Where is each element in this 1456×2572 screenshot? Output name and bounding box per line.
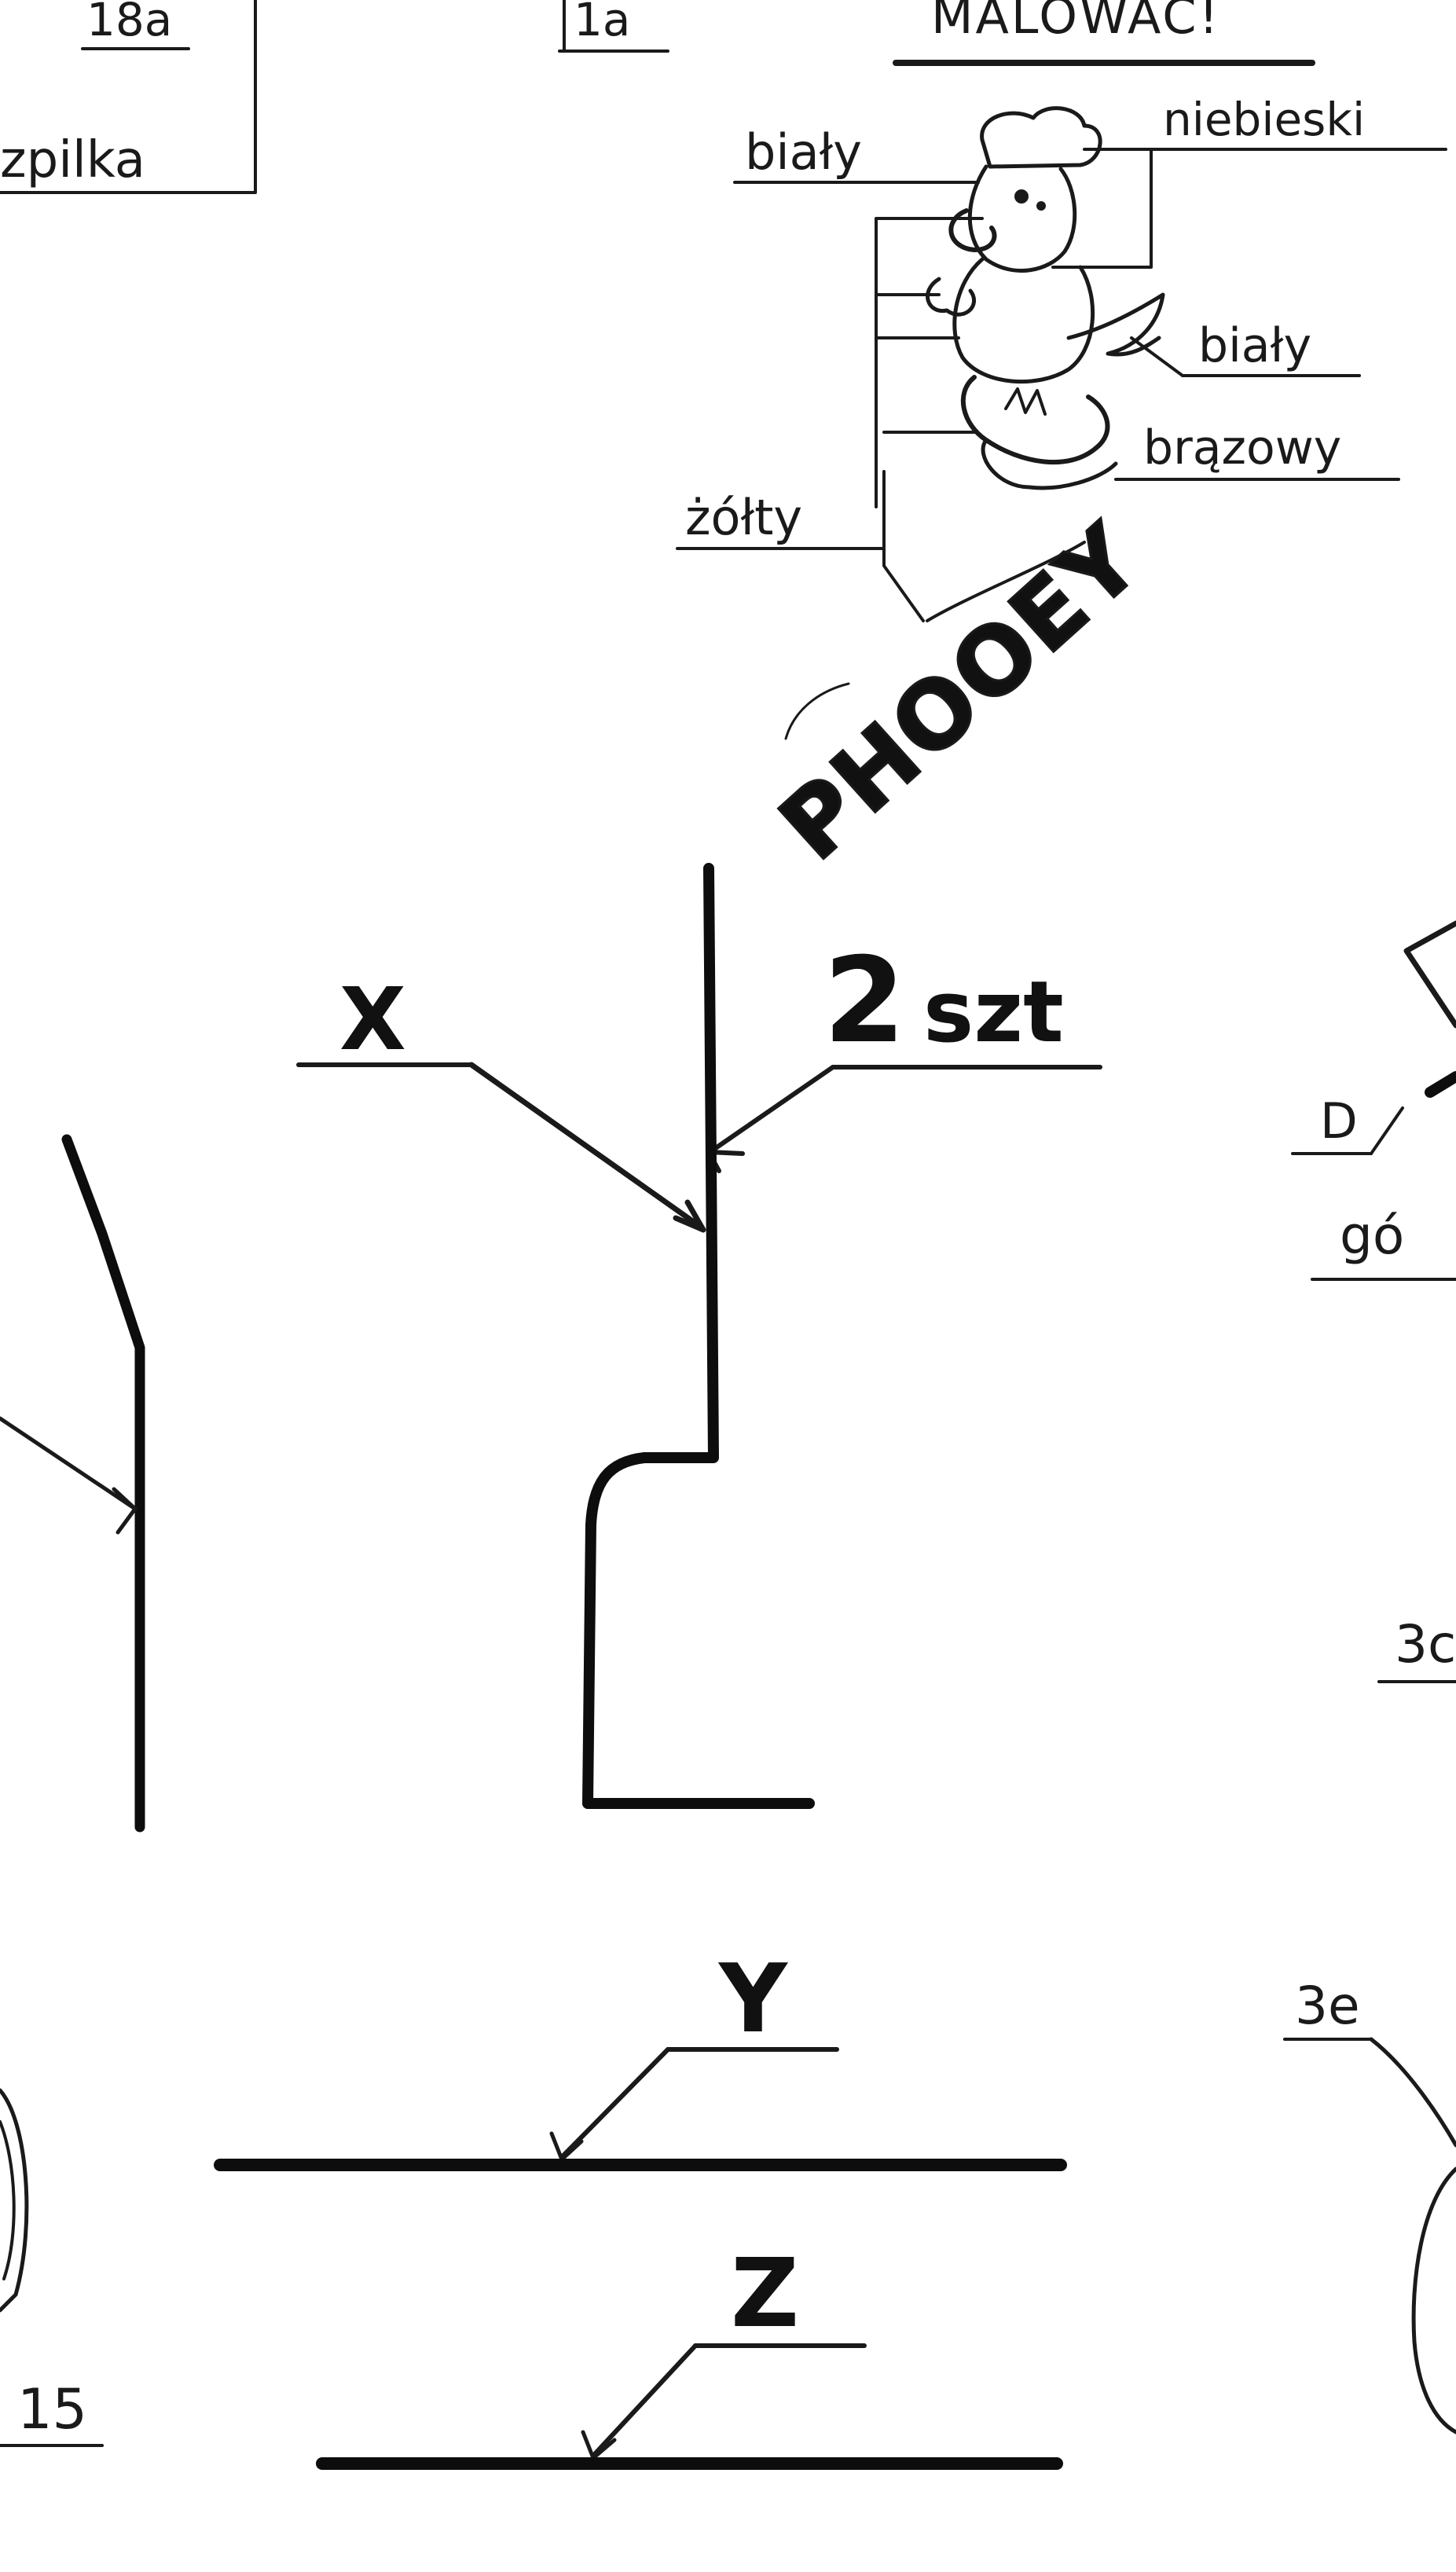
callout-yellow: żółty <box>685 489 802 546</box>
left-profile <box>0 1134 145 1833</box>
part-18a-label: 18a <box>86 0 172 46</box>
right-details: D gó 3c 3e <box>1283 920 1456 2434</box>
instruction-text: MALOWAĆ! <box>931 0 1220 45</box>
phooey-sticker: PHOOEY <box>758 502 1162 882</box>
part-1a-label: 1a <box>574 0 630 46</box>
bottom-left-fragment: 15 <box>0 2088 104 2447</box>
label-go: gó <box>1340 1205 1404 1266</box>
sticker-text: PHOOEY <box>759 504 1161 881</box>
callout-brown: brązowy <box>1143 420 1341 475</box>
color-callouts: biały niebieski biały brązowy żółty <box>676 93 1447 622</box>
label-3c: 3c <box>1395 1614 1456 1675</box>
duck-figure <box>926 106 1165 490</box>
label-d: D <box>1320 1092 1358 1150</box>
quantity-unit: szt <box>923 963 1064 1062</box>
instruction-heading: MALOWAĆ! <box>893 0 1315 66</box>
callout-white-1: biały <box>745 123 862 181</box>
quantity-number: 2 <box>823 933 905 1070</box>
callout-white-2: biały <box>1198 318 1311 373</box>
bar-part-z: Z <box>316 2240 1063 2470</box>
top-left-box: 18a zpilka <box>0 0 257 194</box>
label-15: 15 <box>17 2377 87 2442</box>
label-3e: 3e <box>1295 1976 1360 2036</box>
callout-blue: niebieski <box>1163 93 1365 146</box>
label-z: Z <box>731 2240 799 2349</box>
pin-label: zpilka <box>0 131 145 189</box>
label-x: X <box>339 969 406 1070</box>
profile-part-x: X 2 szt <box>296 863 1102 1809</box>
part-1a: 1a <box>558 0 669 53</box>
bar-part-y: Y <box>214 1945 1067 2171</box>
label-y: Y <box>717 1945 789 2054</box>
